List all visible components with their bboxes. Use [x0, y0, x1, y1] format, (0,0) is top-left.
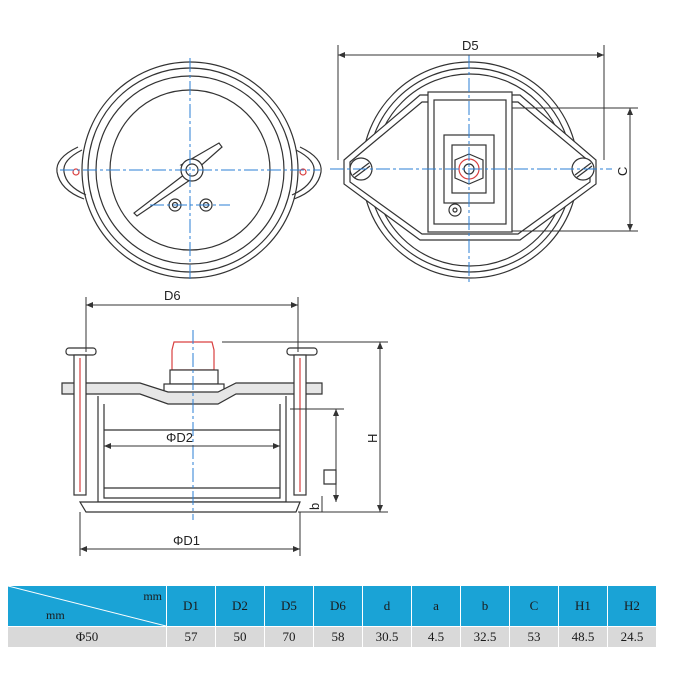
dimension-d5	[337, 45, 605, 160]
header-d1: D1	[166, 586, 216, 627]
cell-h2: 24.5	[607, 626, 657, 647]
technical-drawing: D5 C D6	[56, 38, 638, 556]
spec-table: mm mm D1 D2 D5 D6 d a b C H1 H2 Φ50 57 5…	[8, 586, 657, 647]
header-b: b	[460, 586, 510, 627]
label-d2: ΦD2	[166, 430, 193, 445]
header-h2: H2	[607, 586, 657, 627]
label-d6: D6	[164, 288, 181, 303]
cell-h1: 48.5	[558, 626, 608, 647]
back-view	[343, 61, 597, 279]
header-d: d	[362, 586, 412, 627]
label-d1: ΦD1	[173, 533, 200, 548]
side-view	[61, 341, 337, 513]
dimension-inner-height	[290, 408, 344, 502]
cell-d2: 50	[215, 626, 265, 647]
row-label: Φ50	[8, 626, 167, 647]
header-d2: D2	[215, 586, 265, 627]
header-c: C	[509, 586, 559, 627]
label-b: b	[307, 503, 322, 510]
label-c: C	[615, 167, 630, 176]
dimension-d1	[79, 512, 301, 556]
corner-diagonal	[8, 586, 166, 626]
label-h: H	[365, 434, 380, 443]
cell-d: 30.5	[362, 626, 412, 647]
label-d5: D5	[462, 38, 479, 53]
front-view-centerlines	[60, 58, 320, 282]
cell-d1: 57	[166, 626, 216, 647]
header-a: a	[411, 586, 461, 627]
table-header-row: mm mm D1 D2 D5 D6 d a b C H1 H2	[8, 586, 657, 627]
corner-bottom-unit: mm	[46, 608, 65, 622]
header-d5: D5	[264, 586, 314, 627]
cell-b: 32.5	[460, 626, 510, 647]
table-row: Φ50 57 50 70 58 30.5 4.5 32.5 53 48.5 24…	[8, 626, 657, 647]
corner-top-unit: mm	[143, 589, 162, 603]
cell-d5: 70	[264, 626, 314, 647]
dimension-d6	[85, 297, 299, 352]
back-view-centerlines	[330, 55, 612, 285]
cell-c: 53	[509, 626, 559, 647]
dimension-c	[512, 107, 638, 232]
header-h1: H1	[558, 586, 608, 627]
cell-a: 4.5	[411, 626, 461, 647]
dimension-b	[300, 496, 330, 513]
table-corner-cell: mm mm	[8, 586, 167, 627]
header-d6: D6	[313, 586, 363, 627]
cell-d6: 58	[313, 626, 363, 647]
